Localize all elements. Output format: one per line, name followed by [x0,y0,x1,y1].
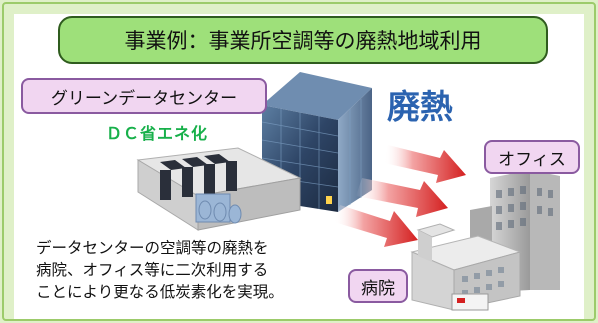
description-line: データセンターの空調等の廃熱を [36,239,269,257]
description-line: ことにより更なる低炭素化を実現。 [36,283,284,301]
diagram-title: 事業例：事業所空調等の廃熱地域利用 [58,16,548,64]
description-text: データセンターの空調等の廃熱を 病院、オフィス等に二次利用する ことにより更なる… [36,237,346,303]
data-center-label: グリーンデータセンター [21,78,267,114]
server-room-illustration [136,147,302,231]
dc-energy-saving-label: ＤＣ省エネ化 [106,124,209,143]
hospital-building [410,223,522,311]
waste-heat-label: 廃熱 [387,87,453,126]
office-label: オフィス [484,140,580,174]
description-line: 病院、オフィス等に二次利用する [36,261,269,279]
hospital-label: 病院 [348,269,408,303]
heat-flow-arrows [334,145,466,247]
